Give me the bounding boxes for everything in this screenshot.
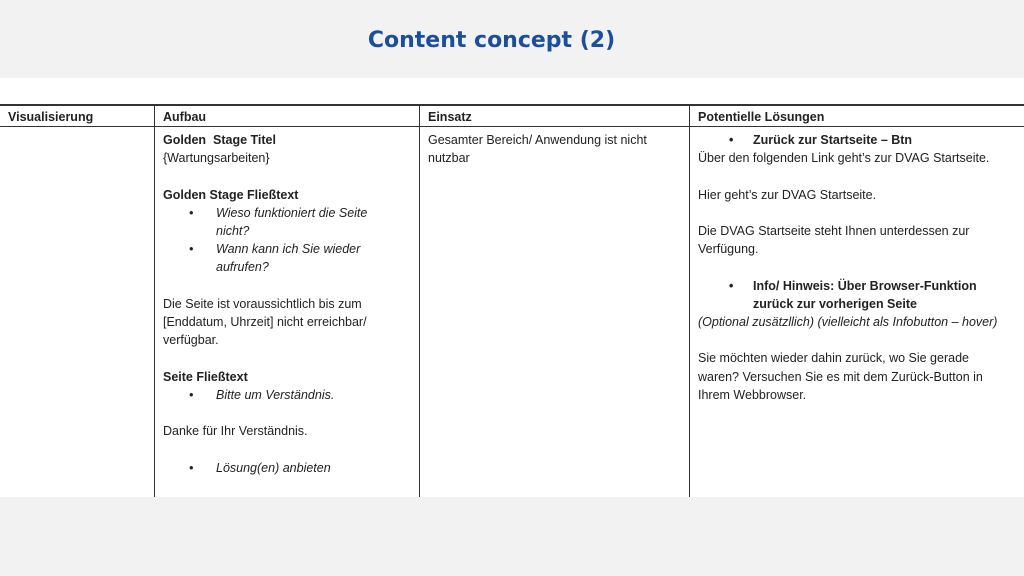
einsatz-text: Gesamter Bereich/ Anwendung ist nicht nu… (428, 133, 647, 166)
page-text-label: Seite Fließtext (163, 369, 248, 384)
stage-title-value: {Wartungsarbeiten} (163, 151, 270, 166)
optional-note: (Optional zusätzllich) (vielleicht als I… (698, 314, 998, 329)
solution-text-3: Die DVAG Startseite steht Ihnen unterdes… (698, 223, 970, 257)
thanks-text: Danke für Ihr Verständnis. (163, 424, 308, 439)
list-item: Wieso funktioniert die Seite nicht? (163, 204, 388, 240)
page-title: Content concept (2) (367, 28, 616, 53)
column-einsatz: Einsatz Gesamter Bereich/ Anwendung ist … (419, 106, 689, 497)
solution-text-4: Sie möchten wieder dahin zurück, wo Sie … (698, 351, 983, 402)
document-sheet: Visualisierung Aufbau Golden Stage Titel… (0, 78, 1024, 497)
column-aufbau: Aufbau Golden Stage Titel {Wartungsarbei… (154, 106, 419, 497)
stage-text-label: Golden Stage Fließtext (163, 187, 299, 202)
stage-title-label: Golden Stage Titel (163, 133, 276, 147)
column-loesungen: Potentielle Lösungen Zurück zur Startsei… (689, 106, 1024, 497)
solution-text-1: Über den folgenden Link geht’s zur DVAG … (698, 151, 990, 166)
content-table: Visualisierung Aufbau Golden Stage Titel… (0, 104, 1024, 497)
solution-text-2: Hier geht’s zur DVAG Startseite. (698, 187, 877, 202)
list-item: Lösung(en) anbieten (163, 459, 411, 477)
list-item: Bitte um Verständnis. (163, 386, 411, 404)
header-einsatz: Einsatz (420, 108, 689, 127)
list-item: Wann kann ich Sie wieder aufrufen? (163, 240, 388, 276)
list-item: Zurück zur Startseite – Btn (698, 131, 1016, 149)
header-aufbau: Aufbau (155, 108, 419, 127)
list-item: Info/ Hinweis: Über Browser-Funktion zur… (698, 277, 998, 313)
header-visualisierung: Visualisierung (0, 108, 154, 127)
availability-text: Die Seite ist voraussichtlich bis zum [E… (163, 296, 367, 348)
header-loesungen: Potentielle Lösungen (690, 108, 1024, 127)
column-visualisierung: Visualisierung (0, 106, 154, 497)
